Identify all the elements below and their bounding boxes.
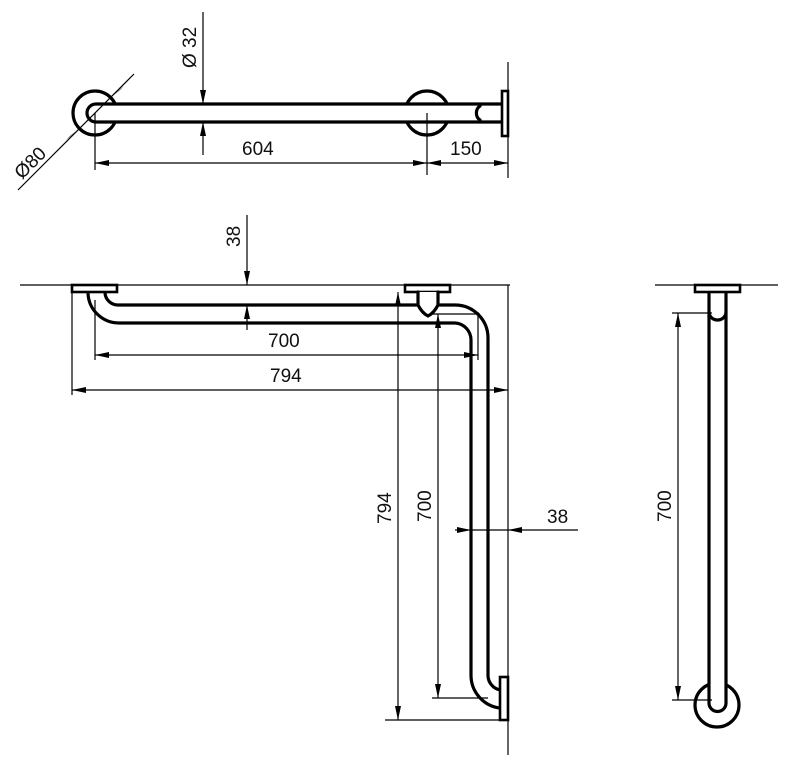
side-tube [707,290,728,714]
middle-connector [416,290,440,318]
arrowhead [111,86,124,97]
tube-diameter-label: Ø 32 [180,27,201,68]
dim-line [17,73,135,191]
side-flange [693,283,742,294]
inner-horizontal-label: 700 [268,331,300,352]
rosette-diameter-label: Ø80 [11,143,51,183]
offset-150-label: 150 [450,139,482,160]
wall-to-tube-label: 38 [224,226,245,247]
top-tube [85,102,504,124]
top-view: Ø 32 604 150 Ø80 [11,12,510,191]
side-view: 700 [655,283,778,729]
bottom-flange [498,675,510,722]
arrowhead [66,129,79,140]
side-tube-cap [707,310,728,322]
inner-vertical-label: 700 [415,490,436,522]
l-tube-inner [103,291,502,692]
length-604-label: 604 [242,139,274,160]
side-vertical-label: 700 [655,490,676,522]
tube-to-wall-label: 38 [547,507,568,528]
overall-vertical-label: 794 [375,492,396,524]
overall-horizontal-label: 794 [270,366,302,387]
left-flange [70,283,119,294]
front-view: 38 700 794 794 700 38 [20,215,578,755]
wall-flange [500,89,510,138]
middle-flange [403,283,452,294]
tube-end-cap [474,104,482,122]
